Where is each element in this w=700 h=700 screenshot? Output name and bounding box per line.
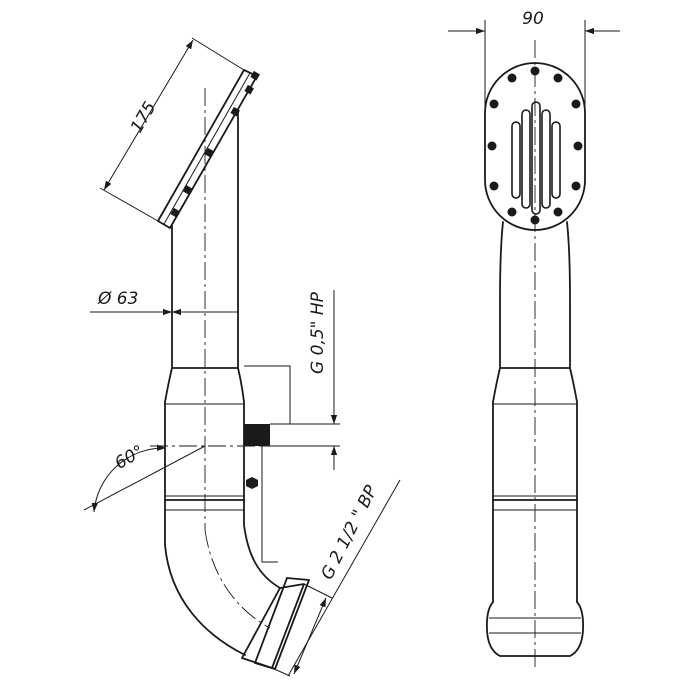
front-neck-left xyxy=(499,221,504,369)
dim-thread-small: G 0,5" НР xyxy=(308,290,338,470)
bolt-icon xyxy=(489,181,499,191)
grille-slot xyxy=(521,109,531,209)
bolt-icon xyxy=(507,73,517,83)
front-neck-right xyxy=(566,221,571,369)
flange-bolt-icon xyxy=(170,207,180,218)
elbow xyxy=(164,499,281,656)
side-port-plug-icon xyxy=(244,424,270,446)
grille-slot xyxy=(541,109,551,209)
grille-slot xyxy=(531,101,541,215)
side-port xyxy=(244,423,340,489)
bolt-icon xyxy=(507,207,517,217)
side-view: 175 Ø 63 60° G 0,5" НР G 2 1/2 " ВР xyxy=(83,37,401,677)
dim-angle: 60° xyxy=(83,441,206,513)
dim-thread-small-label: G 0,5" НР xyxy=(308,291,328,374)
dim-90-label: 90 xyxy=(522,9,544,29)
bolt-icon xyxy=(553,207,563,217)
bolt-icon xyxy=(489,99,499,109)
grille-slot xyxy=(511,121,521,199)
outlet-flange xyxy=(241,577,310,670)
dim-diameter: Ø 63 xyxy=(90,289,238,316)
inclined-flange xyxy=(157,69,260,229)
head-bolts xyxy=(487,66,583,225)
bolt-icon xyxy=(487,141,497,151)
bolt-icon xyxy=(571,181,581,191)
dim-angle-label: 60° xyxy=(111,441,147,473)
flange-bolt-icon xyxy=(244,84,254,95)
dim-90: 90 xyxy=(448,9,620,130)
bolt-icon xyxy=(573,141,583,151)
upper-pipe xyxy=(171,111,239,369)
nut-icon xyxy=(246,477,258,489)
bolt-icon xyxy=(553,73,563,83)
bolt-icon xyxy=(571,99,581,109)
elbow-center-axis xyxy=(204,529,271,629)
grille-slot xyxy=(551,121,561,199)
flange-bolt-icon xyxy=(250,70,260,81)
grille-head xyxy=(484,62,586,231)
flange-bolt-icon xyxy=(204,147,214,158)
dim-175: 175 xyxy=(99,37,245,222)
dim-diameter-label: Ø 63 xyxy=(97,289,138,309)
coupling-body xyxy=(164,367,245,501)
front-view: 90 xyxy=(448,9,620,668)
